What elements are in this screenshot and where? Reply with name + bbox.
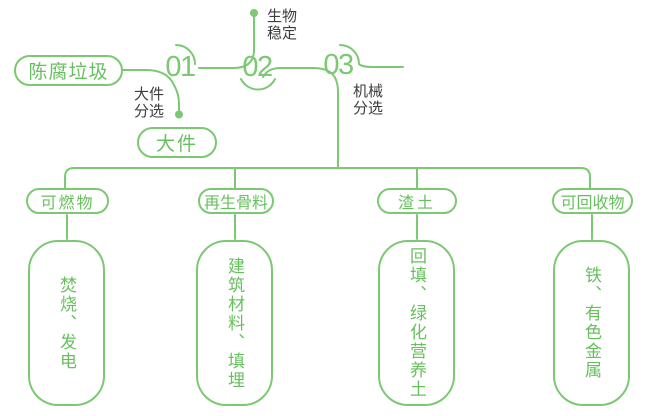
category-node-slag-soil: 渣土 bbox=[377, 188, 457, 214]
result-box-building-materials: 建筑材料、填埋 bbox=[196, 240, 273, 406]
category-label: 可回收物 bbox=[560, 195, 625, 212]
output-label: 大件 bbox=[155, 134, 198, 155]
result-box-backfill: 回填、绿化营养土 bbox=[378, 240, 455, 406]
process-label-mechanical-sorting: 机械分选 bbox=[353, 83, 384, 117]
dot-bio-stable bbox=[250, 9, 258, 17]
process-label-large-sorting: 大件分选 bbox=[134, 86, 165, 120]
category-label: 再生骨料 bbox=[203, 195, 268, 212]
result-text: 回填、绿化营养土 bbox=[407, 247, 426, 399]
line-source-to-step01 bbox=[122, 69, 180, 111]
category-node-recyclables: 可回收物 bbox=[552, 188, 633, 214]
step-number-01: 01 bbox=[165, 51, 196, 83]
result-text: 建筑材料、填埋 bbox=[225, 256, 244, 390]
dot-large-item bbox=[175, 110, 183, 119]
arc-step03-tail bbox=[339, 44, 404, 68]
category-label: 可燃物 bbox=[40, 195, 95, 212]
branch-bus-line bbox=[64, 167, 591, 189]
result-text: 铁、有色金属 bbox=[582, 266, 601, 380]
result-text: 焚烧、发电 bbox=[57, 275, 76, 371]
arc-step02 bbox=[240, 78, 276, 91]
source-label: 陈腐垃圾 bbox=[28, 62, 109, 83]
output-node-large-items: 大件 bbox=[137, 127, 217, 158]
step-number-03: 03 bbox=[323, 49, 354, 81]
step-number-02: 02 bbox=[242, 51, 273, 83]
category-node-recycled-aggregate: 再生骨料 bbox=[198, 188, 274, 214]
result-box-incineration: 焚烧、发电 bbox=[28, 240, 105, 406]
source-node: 陈腐垃圾 bbox=[14, 55, 123, 86]
category-node-combustibles: 可燃物 bbox=[26, 188, 109, 214]
line-step01-to-step02 bbox=[198, 16, 255, 69]
result-box-metals: 铁、有色金属 bbox=[553, 240, 630, 406]
arc-step01 bbox=[175, 44, 196, 65]
category-label: 渣土 bbox=[397, 195, 436, 212]
process-label-bio-stabilization: 生物稳定 bbox=[267, 8, 298, 42]
line-step02-to-step03 bbox=[262, 67, 339, 169]
